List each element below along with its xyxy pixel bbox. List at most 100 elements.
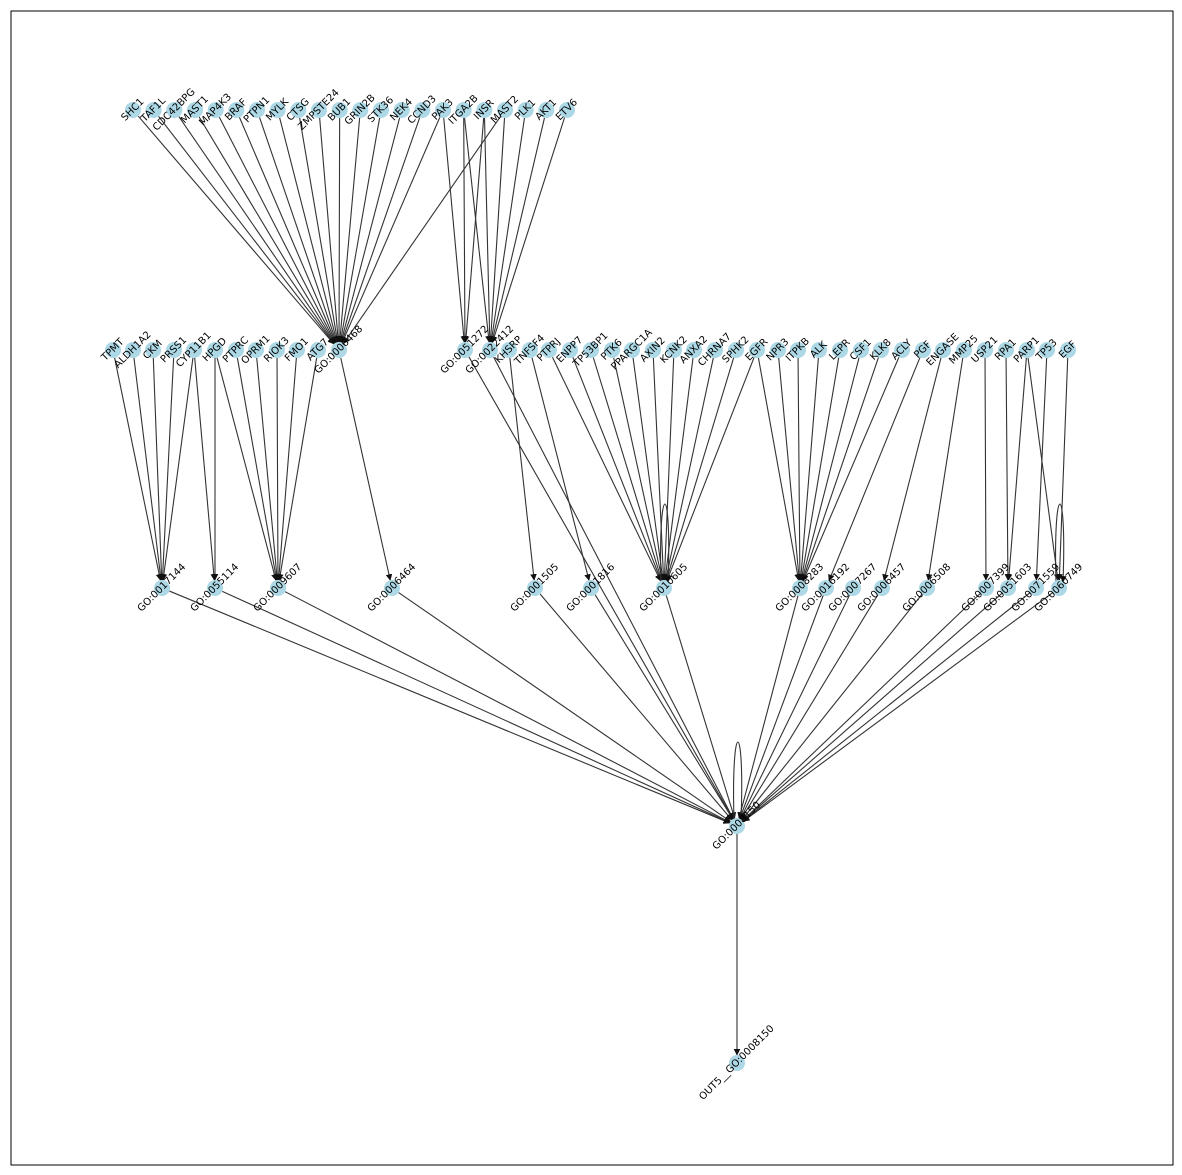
edge-33 [216,357,278,581]
edge-65 [982,357,990,581]
node-go-0071559 [1028,580,1044,596]
edge-51 [664,357,735,581]
node-pak3 [435,102,451,118]
edge-13 [339,117,401,343]
node-go-0060749 [1051,580,1067,596]
edge-61 [802,357,900,582]
node-nek4 [393,102,410,118]
edge-46 [632,357,666,581]
node-enpp7 [562,342,578,358]
node-go-0016192 [818,580,834,596]
node-npr3 [770,342,786,358]
edge-78 [665,595,737,819]
node-prss1 [166,342,182,358]
edge-39 [340,357,393,581]
node-tpmt [105,342,121,358]
edge-88 [742,592,1031,822]
node-label: MAST2 [489,94,521,126]
node-out5-go-0008150 [729,1055,745,1071]
edge-34 [236,357,279,581]
edge-14 [340,117,421,344]
node-ctsg [290,102,307,118]
node-aldh1a2 [125,342,141,358]
node-label: KLK8 [868,337,894,363]
edge-89 [742,592,1053,822]
node-etv6 [559,102,575,118]
node-go-0006468 [331,342,347,358]
node-tp53bp1 [583,342,599,358]
edge-20 [483,117,493,343]
node-mast2 [497,102,513,118]
edge-55 [778,357,803,581]
edge-85 [741,593,923,821]
edge-77 [594,594,734,820]
edge-27 [133,357,164,581]
node-tp53 [1039,342,1055,358]
node-hpgd [207,342,223,358]
node-ckm [145,342,161,358]
node-ppargc1a [624,342,640,358]
node-akt1 [538,102,555,118]
edge-18 [461,117,469,343]
node-label: AKT1 [534,97,560,123]
edge-76 [539,593,733,821]
node-go-0006508 [919,580,935,596]
node-fmo1 [289,342,305,358]
edge-82 [738,595,824,820]
node-anxa2 [686,342,702,358]
edge-87 [742,592,1003,822]
node-lepr [832,342,848,358]
node-ptprc [228,342,244,358]
edge-32 [194,357,218,581]
node-label: PARP1 [1012,335,1042,365]
edge-81 [737,595,799,819]
edge-4 [218,116,336,344]
edge-5 [238,117,337,344]
edge-56 [796,357,804,581]
node-cdc42bpg [166,102,183,118]
edge-43 [572,357,662,582]
edge-59 [800,357,860,581]
node-taf1l [145,102,162,118]
node-ptprj [541,342,557,358]
node-go-0051272 [457,342,473,358]
edge-0 [137,115,335,345]
node-label: EGF [1057,339,1079,361]
edge-36 [274,357,282,581]
edge-53 [660,503,672,583]
edge-3 [198,116,336,344]
edge-15 [341,117,441,344]
edge-22 [488,117,526,343]
edge-28 [152,357,165,581]
edge-44 [592,357,664,581]
node-map4k3 [207,102,224,118]
node-braf [228,102,245,118]
node-label: ALK [808,339,830,361]
edge-21 [487,117,506,343]
edge-23 [489,117,546,343]
edge-42 [551,356,662,582]
edge-40 [509,357,537,581]
edge-62 [828,357,921,582]
node-grin2b [352,102,369,118]
edge-50 [663,357,714,581]
node-label: GO:0017144 [136,562,189,615]
node-ccnd3 [414,102,431,118]
edge-47 [652,357,667,581]
node-go-0007399 [978,580,994,596]
edge-60 [801,357,879,582]
edge-54 [757,357,801,581]
edge-45 [613,357,665,581]
edge-48 [661,357,675,581]
edge-12 [338,117,381,343]
edge-35 [256,357,281,581]
edge-70 [1027,357,1061,581]
node-rpa1 [998,342,1014,358]
edge-63 [882,357,942,581]
node-csf1 [853,342,869,358]
node-itga2b [455,102,472,118]
node-go-0022412 [482,342,498,358]
edge-37 [275,357,297,581]
node-label: GO:0006464 [366,562,419,615]
edge-29 [159,357,175,581]
